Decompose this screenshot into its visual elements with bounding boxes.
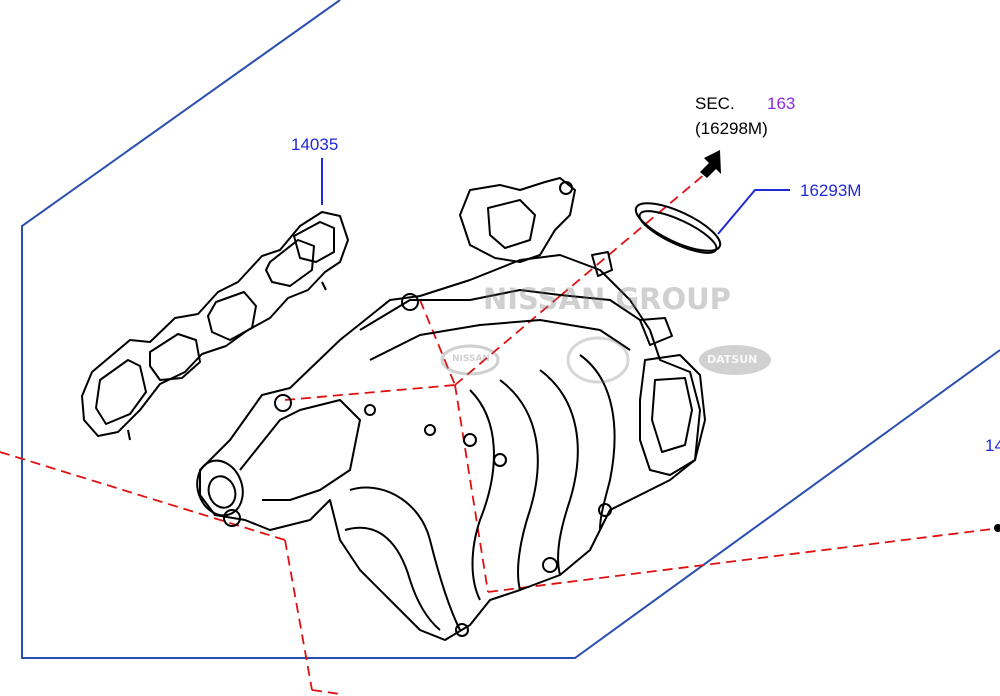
watermark-text: NISSAN GROUP bbox=[483, 282, 731, 316]
sec-prefix: SEC. bbox=[695, 94, 735, 113]
centerlines bbox=[0, 167, 1000, 695]
watermark-badge-right: DATSUN bbox=[707, 353, 758, 366]
leader-16293m bbox=[717, 189, 790, 235]
part-number-16293m[interactable]: 16293M bbox=[800, 181, 862, 200]
part-number-14035[interactable]: 14035 bbox=[291, 135, 339, 154]
sec-arrow-icon bbox=[700, 150, 721, 178]
o-ring-16293m bbox=[634, 202, 722, 254]
part-number-cut[interactable]: 14 bbox=[985, 436, 1000, 455]
watermark-badges bbox=[440, 336, 771, 384]
sec-reference: (16298M) bbox=[695, 119, 768, 138]
section-frame bbox=[21, 0, 1000, 659]
sec-number-link[interactable]: 163 bbox=[767, 94, 796, 113]
intake-manifold bbox=[196, 177, 706, 641]
edge-marker bbox=[994, 524, 1000, 532]
watermark-badge-left: NISSAN bbox=[452, 354, 490, 364]
gasket-14035 bbox=[81, 211, 349, 441]
